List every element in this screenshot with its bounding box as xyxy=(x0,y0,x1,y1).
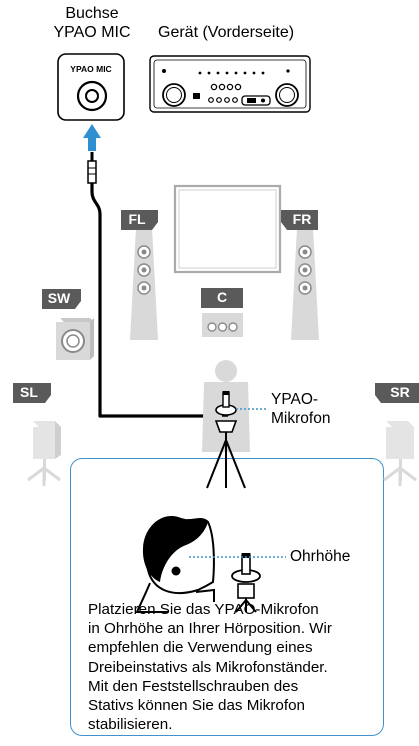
center-speaker xyxy=(202,313,243,337)
speaker-tags xyxy=(13,210,419,403)
speaker-tag-sl: SL xyxy=(20,384,38,400)
jack-title: Buchse YPAO MIC xyxy=(53,5,131,41)
person-head-illustration xyxy=(135,516,215,613)
jack-panel-label: YPAO MIC xyxy=(70,64,112,74)
device-title: Gerät (Vorderseite) xyxy=(158,24,295,41)
ear-height-label: Ohrhöhe xyxy=(290,548,351,565)
callout-microphone xyxy=(231,553,261,613)
instruction-callout xyxy=(70,458,384,736)
speaker-tag-sw: SW xyxy=(47,290,71,306)
mic-label: YPAO- Mikrofon xyxy=(271,391,331,427)
mic-plug xyxy=(87,152,97,184)
speaker-tag-c: C xyxy=(216,289,228,305)
surround-left-speaker xyxy=(27,421,61,486)
front-left-speaker xyxy=(130,228,158,340)
surround-right-speaker xyxy=(383,421,417,486)
mic-cable xyxy=(90,183,222,418)
speaker-tag-fr: FR xyxy=(292,211,312,227)
television xyxy=(173,184,282,274)
listener-silhouette xyxy=(202,360,250,452)
subwoofer xyxy=(56,318,94,360)
speaker-tag-sr: SR xyxy=(390,384,410,400)
ypao-mic-jack-panel xyxy=(57,53,125,121)
av-receiver xyxy=(149,55,311,113)
ypao-microphone-on-tripod xyxy=(206,391,246,489)
front-right-speaker xyxy=(291,228,319,340)
speaker-tag-fl: FL xyxy=(128,211,146,227)
connection-arrow xyxy=(83,124,101,151)
instruction-text: Platzieren Sie das YPAO-Mikrofon in Ohrh… xyxy=(88,601,332,734)
